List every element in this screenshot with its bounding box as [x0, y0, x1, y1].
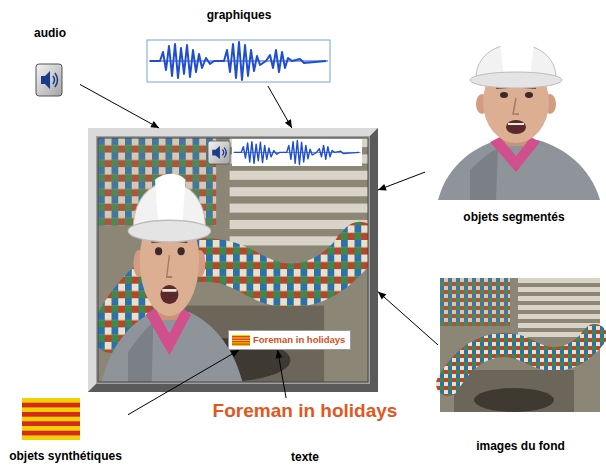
scene-frame: Foreman in holidays: [88, 128, 378, 392]
background-photo: [440, 278, 600, 412]
arrow-connector: [268, 86, 292, 128]
scene-composition: [88, 128, 378, 393]
node-label: Foreman in holidays: [213, 400, 398, 422]
node-label: objets segmentés: [463, 210, 564, 224]
node-sublabel: texte: [291, 450, 319, 464]
connector-line: [378, 292, 438, 345]
node-label: graphiques: [207, 8, 272, 22]
arrow-connector: [378, 292, 438, 345]
mini-flag: [232, 335, 250, 346]
audio-source: audio: [20, 26, 80, 100]
node-label: objets synthétiques: [9, 449, 122, 463]
arrow-head: [276, 350, 283, 358]
arrow-head: [230, 350, 239, 357]
text-source: Foreman in holidays texte: [200, 398, 410, 464]
arrow-connector: [276, 350, 287, 398]
graphics-source: graphiques: [145, 8, 333, 86]
background-source: images du fond: [438, 275, 603, 453]
segmented-source: objets segmentés: [425, 18, 603, 224]
segmented-person: [438, 38, 600, 201]
connector-line: [80, 84, 159, 128]
arrow-head: [285, 119, 292, 128]
node-label: Foreman in holidays: [253, 334, 345, 346]
arrow-connector: [378, 172, 425, 190]
connector-line: [378, 172, 425, 190]
node-label: audio: [34, 26, 66, 40]
synthetic-source: objets synthétiques: [3, 395, 128, 463]
catalan-flag: [22, 398, 80, 440]
speaker-icon: [36, 64, 62, 96]
connector-line: [268, 86, 292, 128]
scene-caption: Foreman in holidays: [228, 330, 351, 350]
arrow-connector: [80, 84, 159, 128]
arrow-head: [378, 184, 387, 191]
arrow-head: [150, 121, 159, 128]
arrow-head: [378, 292, 386, 300]
waveform-graphic: [147, 40, 330, 82]
node-label: images du fond: [476, 439, 565, 453]
